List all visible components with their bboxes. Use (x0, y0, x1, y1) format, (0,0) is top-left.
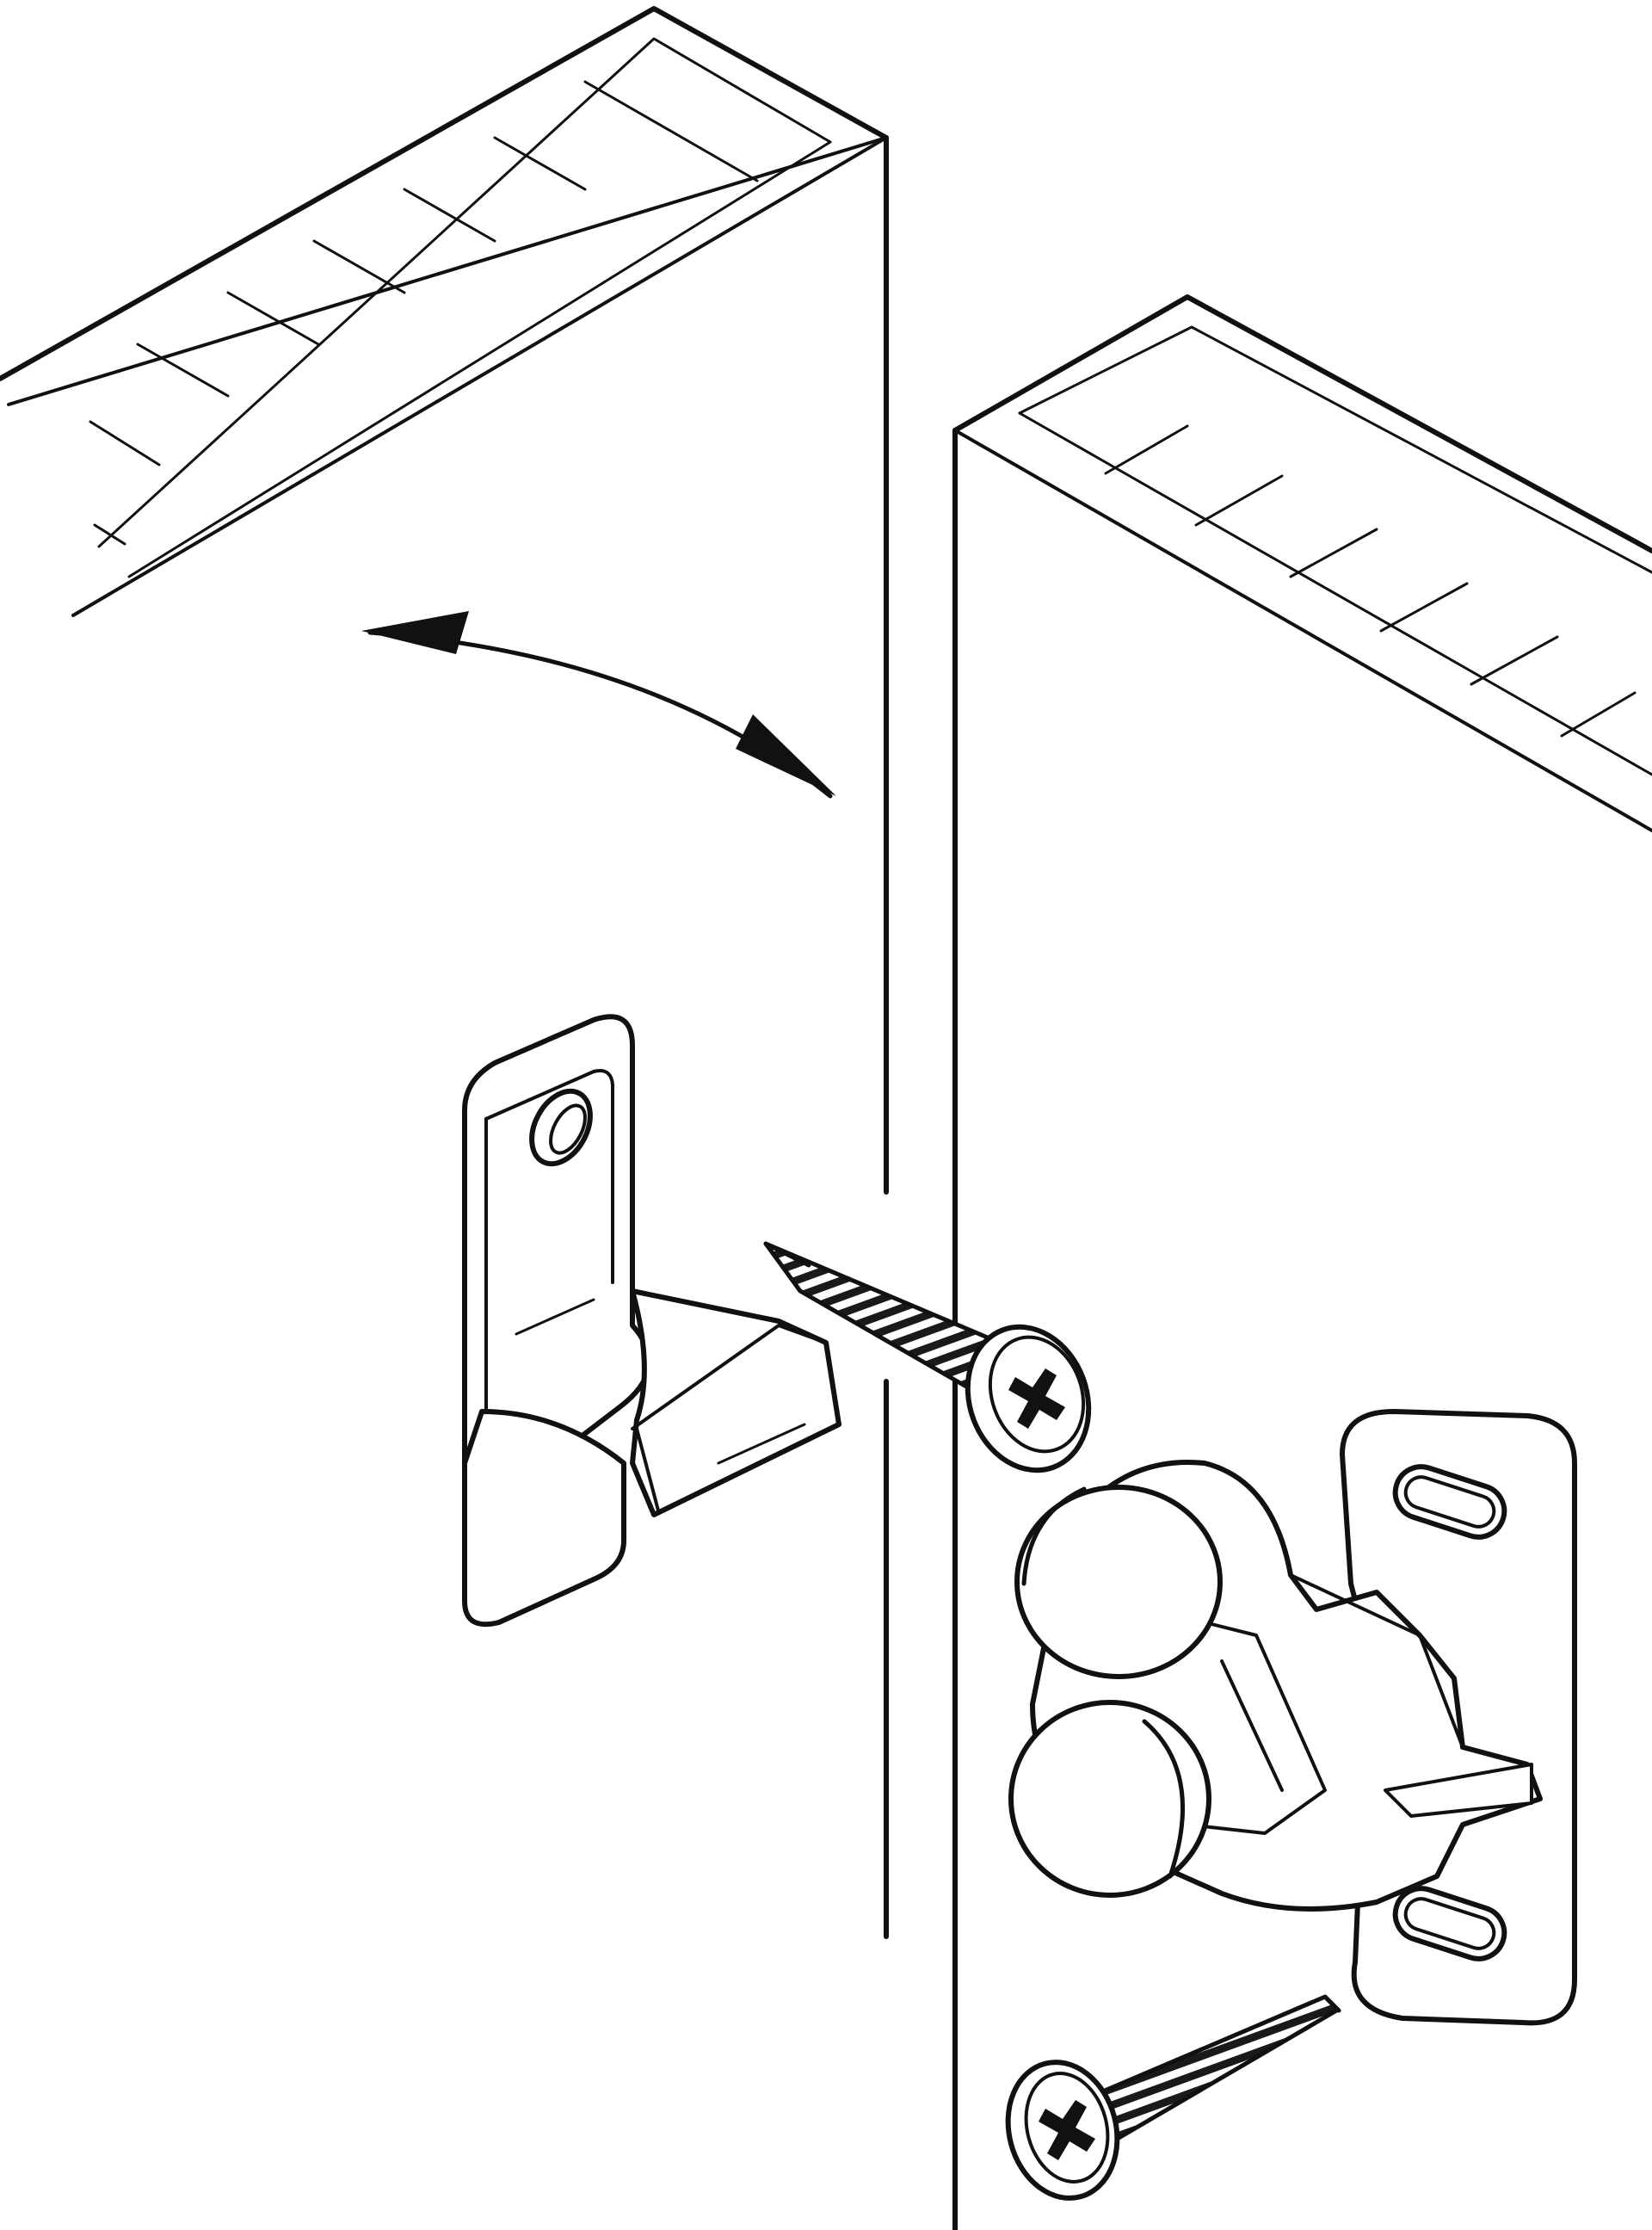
right-door-top-edge (952, 294, 1652, 553)
catch-screw-cross-recess-icon (1039, 2100, 1095, 2160)
right-door-front-top-edge (953, 429, 1652, 832)
left-door-core-ribs (89, 80, 759, 546)
left-door-front-lower-edge (71, 136, 888, 617)
left-cabinet-door (0, 6, 889, 1939)
door-screw (763, 1241, 1092, 1473)
strike-plate-top-hole (529, 1088, 593, 1167)
right-cabinet-door (952, 294, 1652, 2230)
catch-strike-plate (462, 1014, 841, 1628)
roller-catch-top-slot (1392, 1464, 1507, 1540)
catch-screw-shank (1090, 1994, 1341, 2146)
right-door-core-ribs (1104, 424, 1637, 738)
catch-screw (1005, 1994, 1341, 2201)
swing-arrow-icon (361, 611, 836, 799)
left-door-top-outer-edge (0, 6, 889, 381)
roller-catch-upper-roller (1014, 1485, 1223, 1679)
strike-plate-lower-flange (462, 1409, 626, 1628)
right-door-core-frame (1018, 325, 1652, 574)
roller-catch-lower-roller (1008, 1700, 1211, 1898)
door-screw-cross-recess-icon (1008, 1368, 1065, 1429)
roller-catch-bottom-slot (1392, 1886, 1507, 1961)
left-door-core-frame (97, 37, 832, 578)
left-door-front-top-edge (7, 136, 888, 406)
double-roller-catch (1008, 1409, 1577, 2026)
strike-plate-tongue (630, 1288, 841, 1517)
